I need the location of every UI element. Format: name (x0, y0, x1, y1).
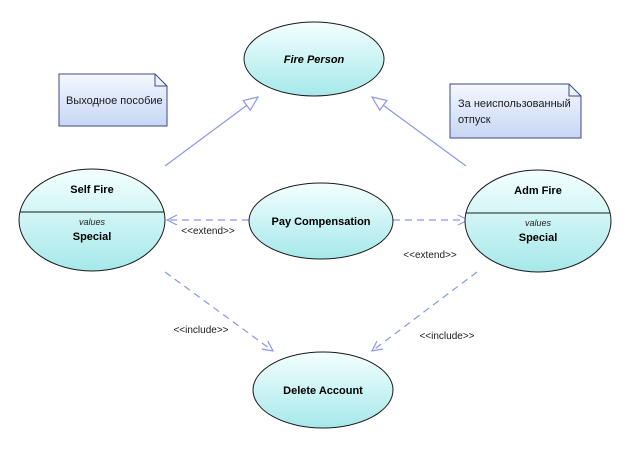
compartment-value: Special (73, 231, 112, 243)
include-connector-left[interactable] (164, 271, 273, 351)
use-case-self-fire[interactable]: Self Fire values Special (18, 168, 166, 272)
note-fold (568, 84, 581, 97)
include-connector-right[interactable] (372, 271, 478, 351)
use-case-title: Self Fire (70, 184, 113, 196)
include-label-right: <<include>> (419, 331, 474, 342)
use-case-title: Fire Person (284, 54, 345, 66)
note-fold (154, 74, 167, 87)
compartment-value: Special (519, 232, 558, 244)
note-text-line-1: Выходное пособие (66, 95, 163, 107)
use-case-title: Pay Compensation (271, 216, 370, 228)
use-case-pay-compensation[interactable]: Pay Compensation (248, 182, 394, 260)
use-case-title: Delete Account (283, 385, 363, 397)
extend-label-right: <<extend>> (403, 250, 457, 261)
note-text-line-2: отпуск (458, 114, 491, 126)
include-label-left: <<include>> (173, 325, 228, 336)
compartment-label: values (525, 218, 552, 228)
note-left[interactable]: Выходное пособие (58, 73, 168, 127)
generalization-adm-fire-to-fire-person[interactable] (372, 97, 467, 167)
use-case-adm-fire[interactable]: Adm Fire values Special (464, 169, 612, 273)
compartment-label: values (79, 217, 106, 227)
use-case-fire-person[interactable]: Fire Person (243, 21, 385, 97)
use-case-title: Adm Fire (514, 185, 562, 197)
note-text-line-1: За неиспользованный (458, 98, 571, 110)
note-right[interactable]: За неиспользованный отпуск (449, 83, 582, 139)
use-case-delete-account[interactable]: Delete Account (252, 351, 394, 429)
extend-label-left: <<extend>> (181, 226, 235, 237)
generalization-self-fire-to-fire-person[interactable] (164, 97, 258, 167)
